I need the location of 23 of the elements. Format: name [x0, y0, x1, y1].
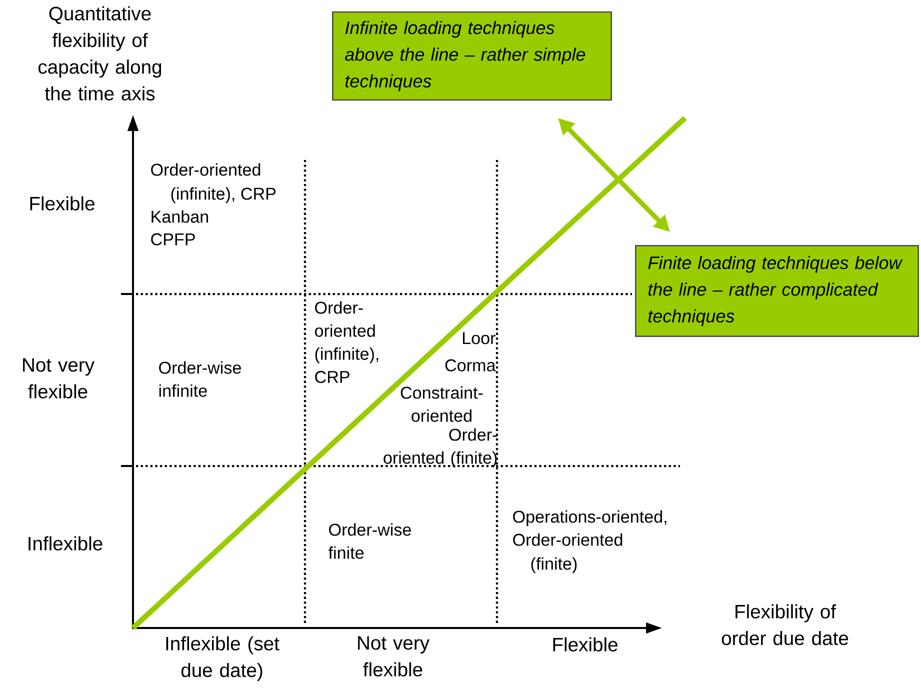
axis-label: Order-oriented (finite): [384, 428, 497, 468]
axis-label: Inflexible (set due date): [166, 636, 280, 681]
axis-label: Kanban: [152, 210, 208, 223]
note-box: Finite loading techniques below the line – rather complicated techniques: [635, 245, 920, 337]
axis-label: Quantitative flexibility of capacity along the time axis: [38, 6, 162, 100]
axis-label: Order-oriented (infinite), CRP: [314, 301, 378, 383]
axis-label: Flexibility of order due date: [722, 604, 848, 646]
axis-label: Loor: [462, 332, 496, 344]
axis-label: (finite): [531, 557, 577, 574]
axis-label: Order-wise finite: [328, 523, 411, 559]
axis-label: Flexible: [30, 196, 94, 210]
axis-label: Operations-oriented, Order-oriented: [513, 510, 666, 546]
axis-label: Order-wise infinite: [159, 361, 241, 397]
axis-label: Order-oriented: [151, 163, 260, 176]
axis-label: CPFP: [151, 233, 195, 246]
axis-label: Corma: [445, 359, 496, 372]
axis-label: Flexible: [553, 637, 618, 652]
axis-label: Not very flexible: [23, 358, 94, 398]
axis-label: Not very flexible: [358, 636, 430, 676]
note-box: Infinite loading techniques above the line – rather simple techniques: [332, 11, 612, 101]
axis-label: Inflexible: [28, 536, 102, 550]
axis-label: (infinite), CRP: [171, 187, 276, 204]
axis-label: Constraint-oriented: [400, 386, 483, 422]
